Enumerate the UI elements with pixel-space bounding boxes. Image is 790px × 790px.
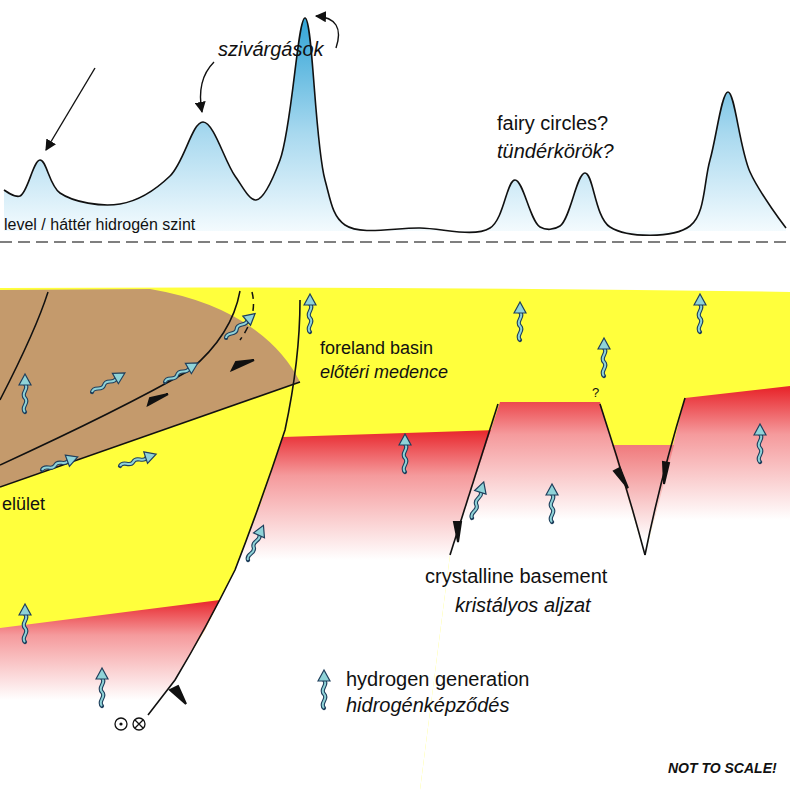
legend-symbol	[318, 670, 330, 708]
region-label: előtéri medence	[320, 362, 448, 383]
thrust-arrow	[148, 394, 168, 405]
region-label: foreland basin	[320, 338, 433, 359]
legend-text: hidrogénképződés	[346, 694, 509, 717]
fault-motion-arrow	[663, 462, 669, 484]
normal-fault	[645, 398, 685, 555]
fault-motion-arrow	[614, 468, 628, 488]
foreland-basin-fill	[0, 288, 790, 790]
fault-motion-arrow	[454, 522, 461, 542]
hydrogen-arrows	[19, 294, 766, 706]
leader-arrow	[201, 62, 215, 112]
legend-text: hydrogen generation	[346, 668, 529, 691]
thrust-arrow	[232, 360, 254, 370]
surface-label: elület	[2, 494, 45, 515]
thrust-wedge	[0, 289, 300, 487]
region-label: crystalline basement	[425, 565, 607, 588]
scale-note: NOT TO SCALE!	[668, 760, 777, 776]
hydrogen-profile-fill	[4, 18, 786, 235]
normal-fault	[600, 404, 645, 555]
annotation-label: fairy circles?	[497, 112, 608, 135]
thrust-sole	[0, 382, 300, 487]
query-mark: ?	[592, 386, 599, 401]
background-level-line	[0, 241, 790, 243]
annotation-label: tündérkörök?	[497, 140, 614, 163]
region-label: kristályos aljzat	[455, 594, 591, 617]
level-label: level / háttér hidrogén szint	[4, 216, 195, 234]
hydrogen-profile-curve	[4, 18, 786, 235]
leader-arrow	[46, 68, 95, 150]
thrust-fault	[0, 291, 240, 465]
seepage-label: szivárgások	[218, 38, 324, 61]
normal-fault	[148, 300, 300, 715]
graben-basement	[612, 445, 674, 555]
normal-fault	[450, 404, 498, 555]
basement-block	[420, 386, 790, 790]
strike-slip-symbol	[115, 718, 145, 730]
fault-motion-arrow	[170, 686, 186, 704]
